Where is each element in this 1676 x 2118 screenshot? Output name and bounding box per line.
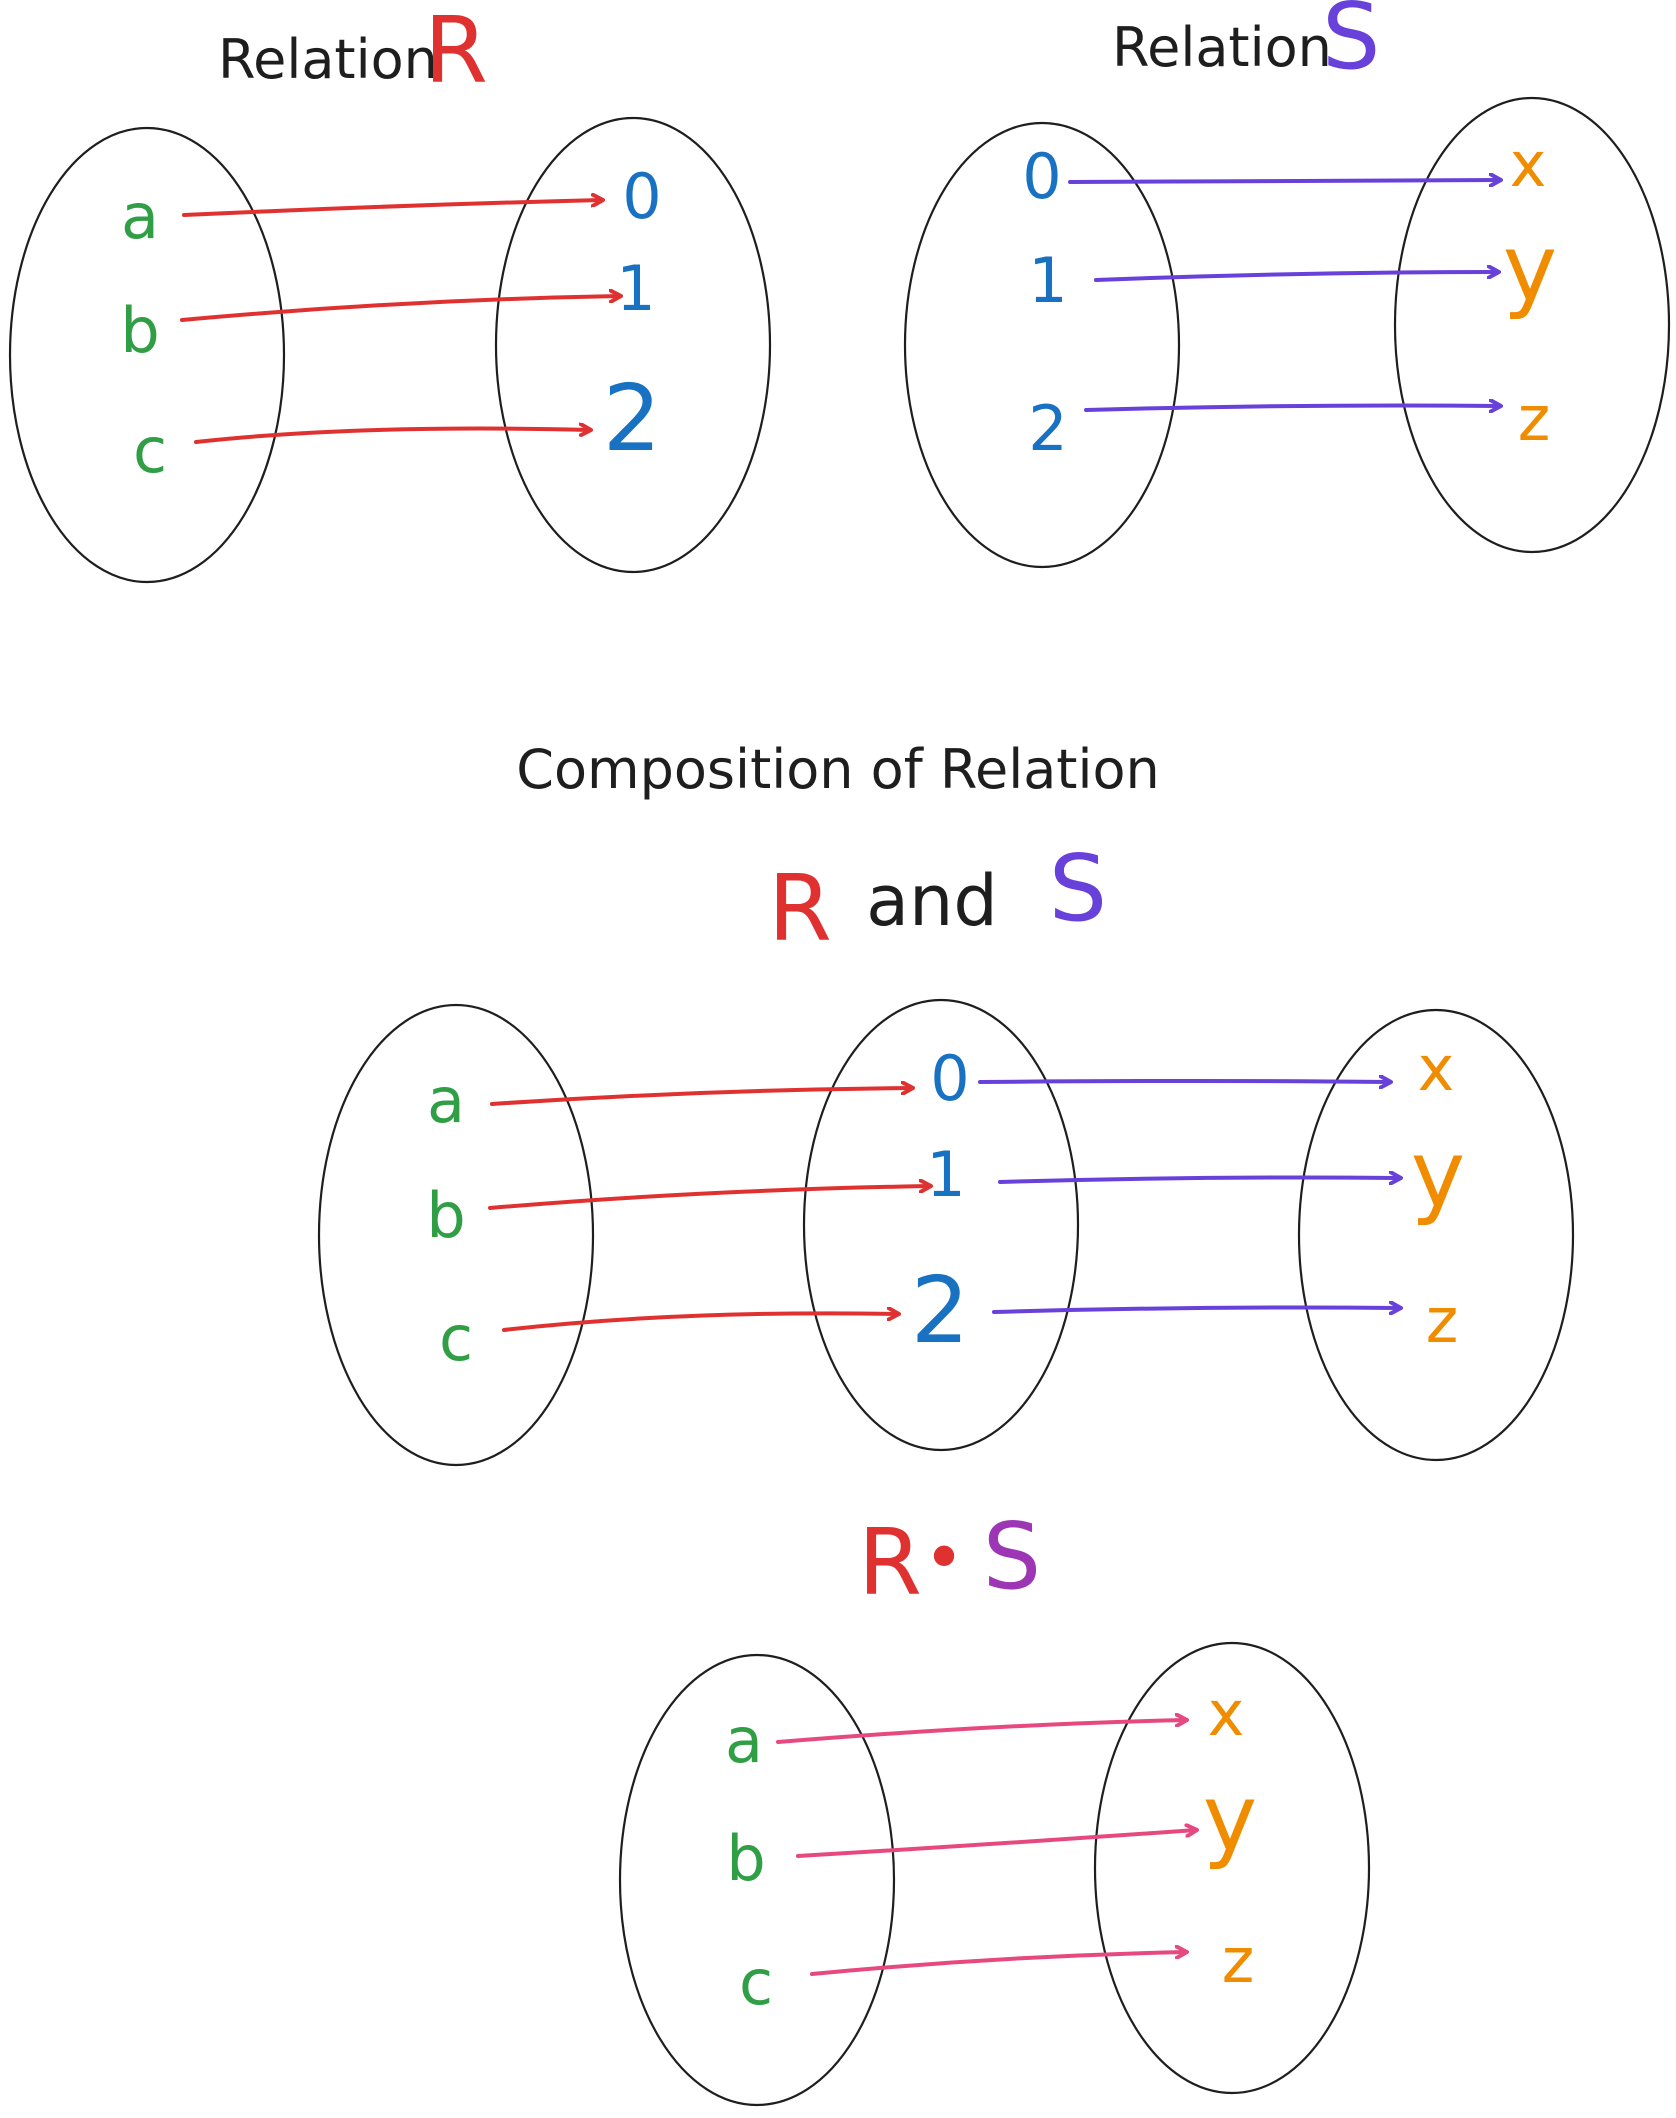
composition-middle-0: 0 [930,1042,969,1115]
composition-arrow-c-2 [502,1313,898,1332]
composition-subtitle-and: and [866,860,998,942]
relation-r-codomain-1: 1 [616,252,655,325]
composition-middle-1: 1 [926,1138,965,1211]
relation-s-arrow-2-z [1084,406,1500,411]
result-arrow-c-z [810,1952,1186,1976]
relation-r-codomain-2: 2 [603,365,662,472]
result-domain-set [618,1653,896,2107]
result-domain-b: b [726,1822,765,1895]
composition-subtitle-s: S [1049,835,1107,942]
relation-s-codomain-set [1393,96,1671,554]
composition-left-b: b [426,1179,465,1252]
result-codomain-z: z [1222,1924,1255,1997]
relation-s-codomain-y: y [1503,215,1557,322]
relation-r-domain-a: a [121,180,159,253]
result-symbol-dot: • [923,1517,964,1599]
composition-right-set [1297,1008,1575,1462]
relation-s-domain-set [903,121,1181,569]
result-codomain-set [1093,1641,1371,2095]
composition-left-a: a [427,1064,465,1137]
relation-r-arrow-b-1 [180,296,620,322]
result-heading: R • S [858,1503,1041,1616]
result-panel: a b c x y z [618,1641,1371,2107]
result-domain-a: a [725,1704,763,1777]
result-arrow-b-y [796,1830,1196,1858]
relation-r-title: Relation [218,28,438,91]
relation-r-codomain-0: 0 [622,160,661,233]
relation-s-domain-1: 1 [1028,244,1067,317]
result-codomain-y: y [1203,1765,1257,1872]
result-domain-c: c [739,1946,773,2019]
composition-middle-2: 2 [911,1257,970,1364]
composition-arrow-b-1 [488,1186,930,1210]
relation-s-domain-2: 2 [1028,392,1067,465]
result-symbol-r: R [858,1509,922,1616]
relation-r-arrow-a-0 [182,200,602,217]
result-symbol-s: S [983,1503,1041,1610]
composition-left-c: c [439,1302,473,1375]
composition-subtitle-r: R [768,855,832,962]
relation-s-arrow-0-x [1068,180,1500,182]
relation-r-domain-set [8,126,286,584]
relation-r-domain-c: c [133,414,167,487]
composition-right-x: x [1418,1032,1455,1105]
composition-arrow-2-z [992,1308,1400,1313]
composition-arrow-0-x [978,1081,1390,1082]
relation-s-domain-0: 0 [1022,140,1061,213]
relation-r-codomain-set [494,116,772,574]
relation-r-symbol: R [424,0,488,104]
composition-right-y: y [1411,1121,1465,1228]
composition-middle-set [802,998,1080,1452]
composition-panel: a b c 0 1 2 x y z [317,998,1575,1467]
relation-s-panel: Relation S 0 1 2 x y z [903,0,1671,569]
composition-title: Composition of Relation [516,738,1159,801]
relation-s-codomain-x: x [1510,128,1547,201]
result-codomain-x: x [1208,1677,1245,1750]
relation-s-title: Relation [1112,16,1332,79]
composition-heading: Composition of Relation R and S [516,738,1159,962]
relation-s-symbol: S [1322,0,1380,90]
composition-arrow-1-y [998,1178,1400,1183]
composition-arrow-a-0 [490,1088,912,1106]
composition-right-z: z [1426,1284,1459,1357]
relation-r-arrow-c-2 [194,429,590,444]
relation-s-codomain-z: z [1518,382,1551,455]
relation-s-arrow-1-y [1094,272,1498,282]
relation-r-panel: Relation R a b c 0 1 2 [8,0,772,584]
composition-left-set [317,1003,595,1467]
relation-r-domain-b: b [120,294,159,367]
result-arrow-a-x [776,1720,1186,1744]
